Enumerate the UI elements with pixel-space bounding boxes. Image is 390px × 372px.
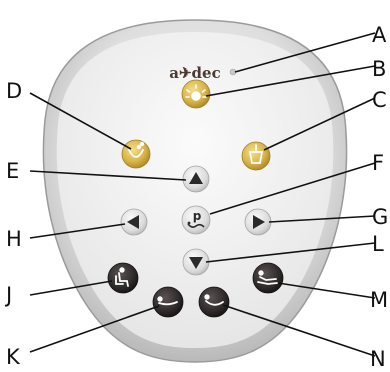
- callout-M: M: [370, 288, 388, 312]
- forward-button[interactable]: [244, 208, 272, 236]
- callout-A: A: [372, 23, 387, 47]
- callout-B: B: [372, 57, 386, 81]
- brand-logo: a✈dec: [169, 64, 220, 82]
- program-label: p: [193, 209, 202, 223]
- leader-C: [263, 97, 376, 151]
- leader-A: [234, 32, 376, 73]
- callout-K: K: [6, 345, 21, 369]
- arrow-left-icon: [127, 215, 139, 229]
- callout-C: C: [372, 88, 387, 112]
- treatment-preset-button[interactable]: [198, 286, 230, 318]
- callout-L: L: [372, 232, 384, 256]
- callout-N: N: [370, 347, 386, 371]
- arrow-up-icon: [189, 172, 203, 184]
- callout-F: F: [372, 151, 384, 175]
- callout-J: J: [4, 283, 12, 307]
- callout-G: G: [372, 205, 388, 229]
- leader-J: [29, 280, 113, 296]
- leader-K: [29, 305, 160, 353]
- supine-person-icon: [157, 296, 178, 306]
- callout-H: H: [6, 227, 22, 251]
- leader-M: [277, 282, 376, 299]
- leader-G: [268, 215, 376, 223]
- leader-F: [209, 162, 376, 215]
- program-button[interactable]: p: [181, 205, 211, 235]
- leader-N: [222, 304, 376, 357]
- reclined-person-icon: [257, 270, 278, 285]
- seated-person-icon: [115, 267, 129, 287]
- callout-D: D: [6, 79, 22, 103]
- lying-person-icon: [204, 294, 224, 306]
- cup-fill-icon: [248, 144, 264, 164]
- cup-fill-button[interactable]: [241, 141, 271, 171]
- leader-H: [29, 223, 126, 239]
- leader-D: [29, 92, 132, 150]
- callout-labels: A B C D E F G H J K L M N: [4, 23, 388, 371]
- chair-up-button[interactable]: [182, 165, 210, 193]
- supine-preset-button[interactable]: [152, 286, 184, 318]
- leader-B: [205, 65, 376, 97]
- leader-lines: [29, 32, 376, 357]
- recline-preset-button[interactable]: [252, 262, 284, 294]
- callout-E: E: [6, 159, 19, 183]
- light-button[interactable]: [181, 79, 211, 109]
- light-bulb-icon: [185, 84, 207, 101]
- chair-down-button[interactable]: [182, 248, 210, 276]
- entry-exit-button[interactable]: [107, 262, 139, 294]
- cuspidor-button[interactable]: [121, 139, 151, 169]
- leader-E: [29, 170, 187, 181]
- arrow-down-icon: [189, 257, 203, 269]
- back-button[interactable]: [120, 208, 148, 236]
- arrow-right-icon: [253, 215, 265, 229]
- recline-icon: [187, 223, 205, 228]
- leader-L: [205, 242, 376, 263]
- cuspidor-icon: [128, 141, 145, 158]
